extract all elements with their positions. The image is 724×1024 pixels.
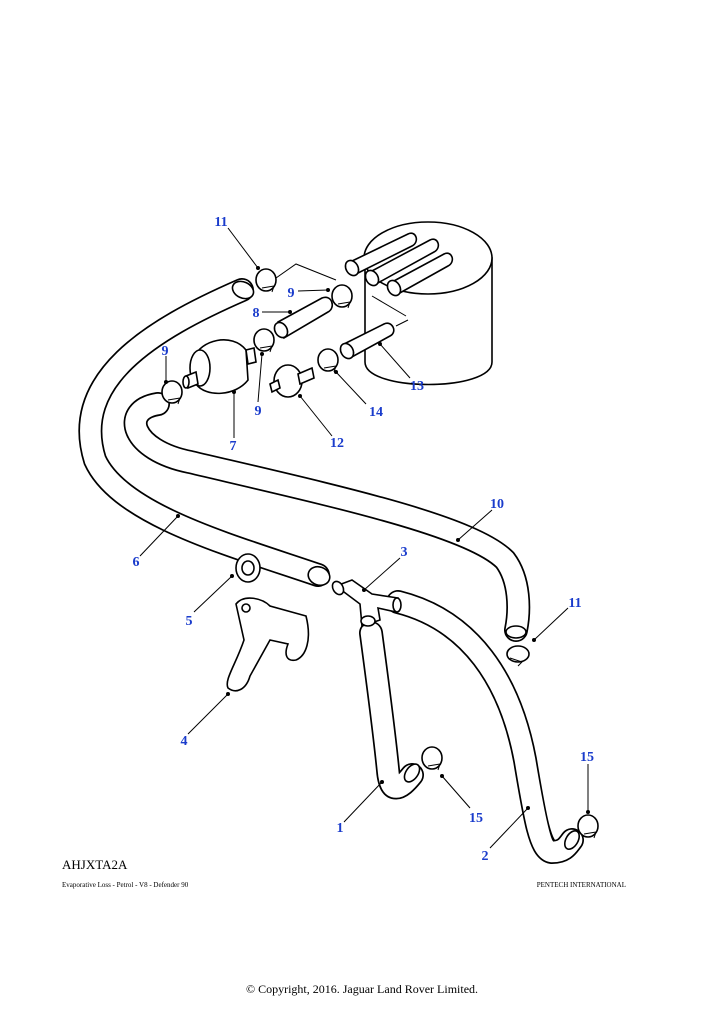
- callout-8: 8: [253, 306, 260, 321]
- callout-11-top: 11: [214, 215, 227, 230]
- callout-labels: 11 9 8 9 7 9 12 14 13 10 6 3 5 11 4 15 1…: [133, 215, 595, 864]
- filter-7: [182, 339, 257, 395]
- clip-9-mid: [253, 328, 275, 353]
- grommet-5: [235, 553, 261, 583]
- callout-12: 12: [330, 436, 344, 451]
- callout-15-right: 15: [580, 750, 594, 765]
- clip-15-left: [421, 746, 443, 771]
- hose-1: [359, 621, 424, 800]
- leader-lines: [139, 227, 590, 849]
- callout-3: 3: [401, 545, 408, 560]
- clip-14: [317, 348, 339, 373]
- callout-13: 13: [410, 379, 424, 394]
- callout-9-left: 9: [162, 344, 169, 359]
- callout-4: 4: [181, 734, 188, 749]
- callout-10: 10: [490, 497, 504, 512]
- hose-6: [78, 278, 331, 587]
- clip-11-top: [255, 268, 277, 293]
- hose-10: [123, 392, 531, 642]
- callout-6: 6: [133, 555, 140, 570]
- clip-15-right: [577, 814, 599, 839]
- hose-2: [386, 590, 584, 864]
- valve-12: [269, 364, 315, 398]
- callout-14: 14: [369, 405, 383, 420]
- copyright-notice: © Copyright, 2016. Jaguar Land Rover Lim…: [245, 982, 479, 996]
- y-connector-3: [331, 579, 402, 628]
- callout-9-upper: 9: [288, 286, 295, 301]
- callout-1: 1: [337, 821, 344, 836]
- publisher-credit: PENTECH INTERNATIONAL: [536, 881, 626, 889]
- diagram-reference-code: AHJXTA2A: [62, 857, 128, 872]
- callout-9-mid: 9: [255, 404, 262, 419]
- pipe-8: [273, 296, 334, 340]
- callout-7: 7: [230, 439, 237, 454]
- diagram-caption: Evaporative Loss - Petrol - V8 - Defende…: [62, 881, 189, 889]
- bracket-4: [226, 597, 310, 692]
- clip-9-left: [161, 380, 183, 405]
- clip-9-upper: [331, 284, 353, 309]
- callout-15-left: 15: [469, 811, 483, 826]
- pipe-13-short: [339, 322, 395, 360]
- canister-13: [344, 221, 493, 386]
- callout-5: 5: [186, 614, 193, 629]
- clip-11-right: [506, 645, 530, 667]
- callout-2: 2: [482, 849, 489, 864]
- callout-11-right: 11: [568, 596, 581, 611]
